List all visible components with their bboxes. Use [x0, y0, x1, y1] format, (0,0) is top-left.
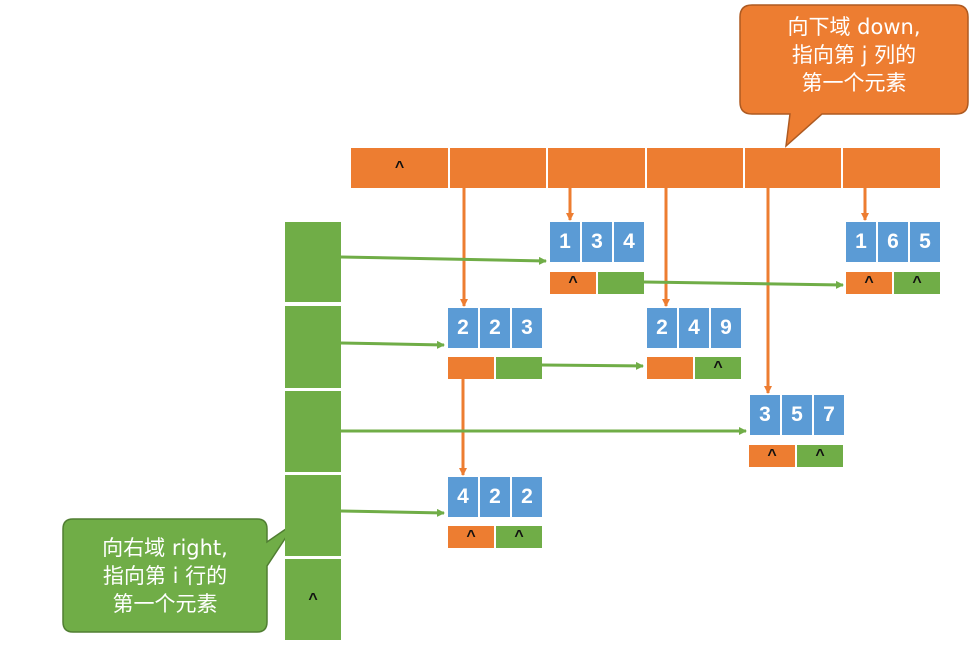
down-pointer: ^ [749, 445, 795, 467]
down-pointer: ^ [448, 526, 494, 548]
node-value-cell: 9 [711, 308, 741, 348]
down-callout-line: 指向第 j 列的 [791, 43, 917, 67]
node-row-cell: 1 [550, 222, 580, 262]
node-col-cell: 2 [480, 477, 510, 517]
row-head [285, 222, 341, 302]
node-row-cell: 2 [647, 308, 677, 348]
node-row-cell: 3 [750, 395, 780, 435]
right-callout-line: 第一个元素 [112, 592, 218, 616]
right-callout-line: 向右域 right, [102, 536, 228, 560]
null-marker: ^ [308, 590, 318, 608]
node-col-cell: 5 [782, 395, 812, 435]
row-head [285, 391, 341, 472]
column-head [450, 148, 546, 188]
node-value-cell: 4 [614, 222, 644, 262]
column-head: ^ [351, 148, 448, 188]
node-row-cell: 1 [846, 222, 876, 262]
down-pointer [448, 357, 494, 379]
down-pointer: ^ [846, 272, 892, 294]
right-callout-text: 向右域 right, 指向第 i 行的 第一个元素 [66, 534, 264, 618]
node-value-cell: 3 [512, 308, 542, 348]
row-head: ^ [285, 559, 341, 640]
down-callout-line: 第一个元素 [801, 71, 907, 95]
column-head [548, 148, 645, 188]
node-value-cell: 5 [910, 222, 940, 262]
right-callout-bubble [62, 518, 297, 633]
node-col-cell: 4 [679, 308, 709, 348]
right-pointer: ^ [894, 272, 940, 294]
down-pointer [647, 357, 693, 379]
right-pointer [598, 272, 644, 294]
column-head [647, 148, 743, 188]
right-pointer: ^ [695, 357, 741, 379]
down-callout-line: 向下域 down, [787, 15, 921, 39]
right-pointer: ^ [496, 526, 542, 548]
node-row-cell: 4 [448, 477, 478, 517]
null-marker: ^ [394, 159, 405, 176]
down-callout-text: 向下域 down, 指向第 j 列的 第一个元素 [746, 13, 962, 97]
node-value-cell: 2 [512, 477, 542, 517]
right-pointer [496, 357, 542, 379]
column-head [843, 148, 940, 188]
node-value-cell: 7 [814, 395, 844, 435]
right-pointer: ^ [797, 445, 843, 467]
node-row-cell: 2 [448, 308, 478, 348]
right-callout-line: 指向第 i 行的 [102, 564, 228, 588]
column-head [745, 148, 841, 188]
node-col-cell: 3 [582, 222, 612, 262]
down-callout-bubble [739, 4, 969, 148]
node-col-cell: 2 [480, 308, 510, 348]
row-head [285, 306, 341, 388]
down-pointer: ^ [550, 272, 596, 294]
node-col-cell: 6 [878, 222, 908, 262]
row-head [285, 475, 341, 556]
